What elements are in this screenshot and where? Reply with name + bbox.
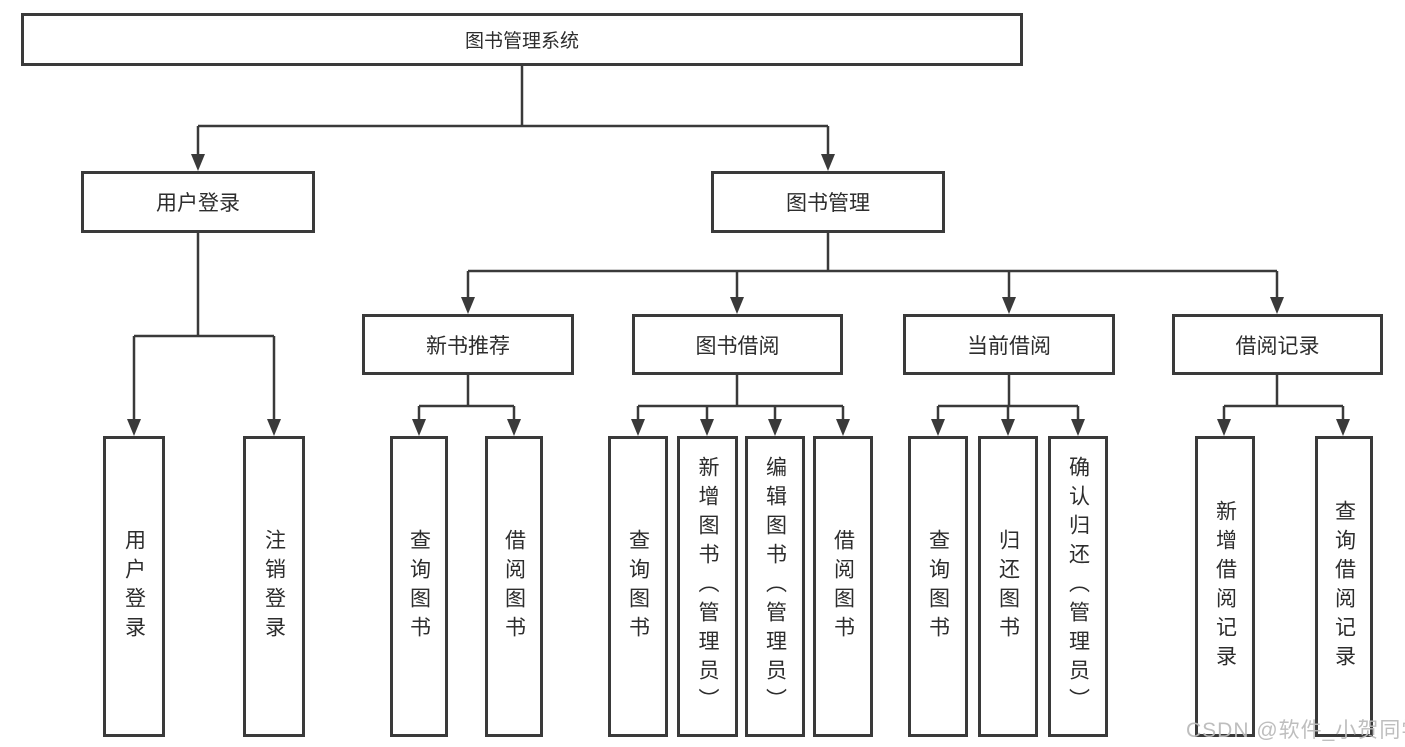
leaf-logout: 注销登录 <box>243 436 305 737</box>
leaf-query-borrow-record: 查询借阅记录 <box>1315 436 1373 737</box>
node-book-borrowing: 图书借阅 <box>632 314 843 375</box>
node-label: 新书推荐 <box>426 334 510 358</box>
node-label: 借阅图书 <box>831 528 855 645</box>
node-label: 查询图书 <box>407 528 431 645</box>
leaf-add-borrow-record: 新增借阅记录 <box>1195 436 1255 737</box>
node-label: 查询图书 <box>926 528 950 645</box>
node-label: 归还图书 <box>996 528 1020 645</box>
csdn-watermark: CSDN @软件_小贺同学 <box>1186 719 1405 742</box>
node-label: 查询图书 <box>626 528 650 645</box>
node-label: 用户登录 <box>122 528 146 645</box>
node-user-login-branch: 用户登录 <box>81 171 315 233</box>
node-label: 图书管理 <box>786 192 870 215</box>
node-label: 新增图书（管理员） <box>696 456 719 717</box>
leaf-query-books-borrowing: 查询图书 <box>608 436 668 737</box>
leaf-borrow-books: 借阅图书 <box>813 436 873 737</box>
node-label: 借阅记录 <box>1235 334 1320 358</box>
leaf-query-books-current: 查询图书 <box>908 436 968 737</box>
leaf-confirm-return-admin: 确认归还（管理员） <box>1048 436 1108 737</box>
node-label: 查询借阅记录 <box>1332 499 1356 674</box>
node-label: 确认归还（管理员） <box>1066 456 1090 717</box>
node-label: 图书管理系统 <box>464 31 579 52</box>
node-borrowing-records: 借阅记录 <box>1172 314 1383 375</box>
node-label: 当前借阅 <box>967 334 1051 358</box>
leaf-borrow-books-recommendation: 借阅图书 <box>485 436 543 737</box>
leaf-query-books-recommendation: 查询图书 <box>390 436 448 737</box>
node-library-management-system: 图书管理系统 <box>21 13 1023 66</box>
node-label: 新增借阅记录 <box>1213 499 1237 674</box>
leaf-edit-book-admin: 编辑图书（管理员） <box>745 436 805 737</box>
node-label: 图书借阅 <box>695 334 780 358</box>
leaf-add-book-admin: 新增图书（管理员） <box>677 436 738 737</box>
node-label: 注销登录 <box>262 528 286 645</box>
node-label: 借阅图书 <box>502 528 526 645</box>
node-label: 用户登录 <box>156 192 240 215</box>
node-book-management-branch: 图书管理 <box>711 171 945 233</box>
node-current-borrowing: 当前借阅 <box>903 314 1115 375</box>
node-label: 编辑图书（管理员） <box>763 456 787 717</box>
leaf-return-book: 归还图书 <box>978 436 1038 737</box>
leaf-user-login: 用户登录 <box>103 436 165 737</box>
node-new-book-recommendation: 新书推荐 <box>362 314 574 375</box>
